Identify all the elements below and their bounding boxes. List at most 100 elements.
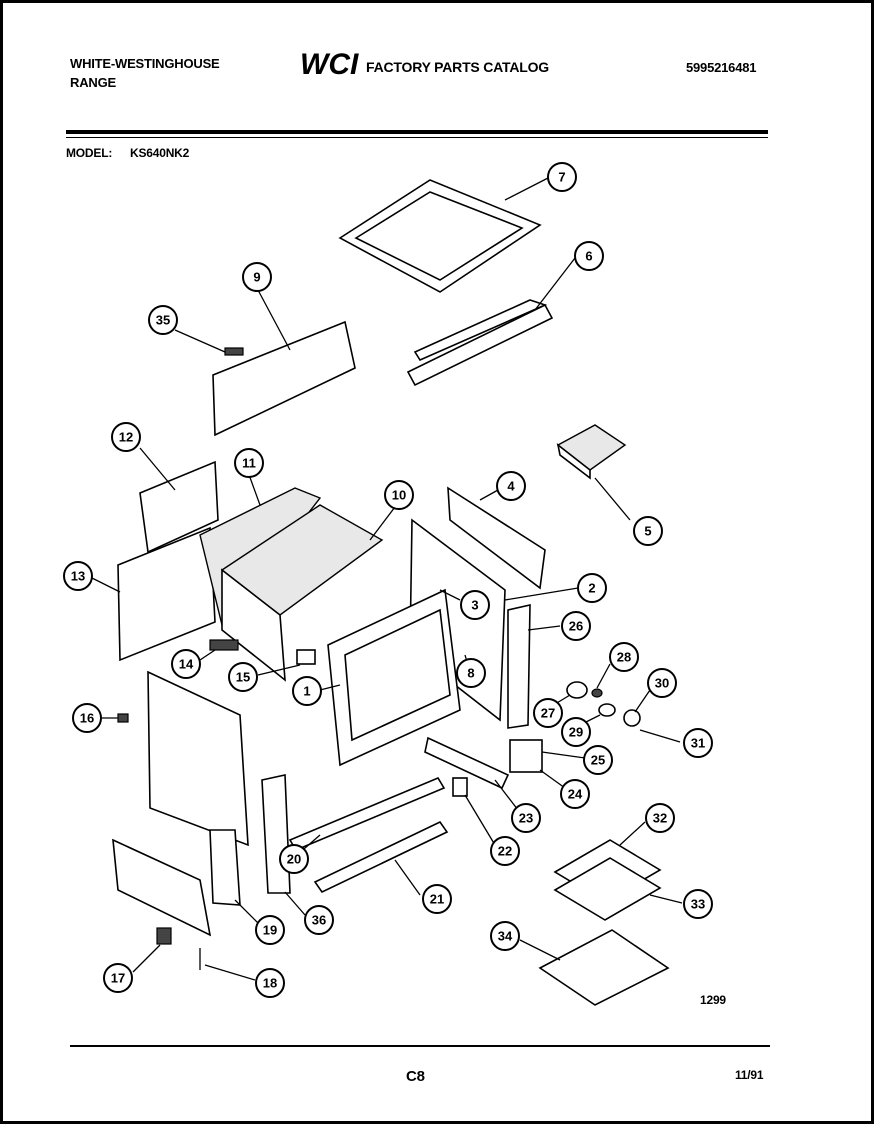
part-bracket-small [296, 649, 316, 665]
part-switch-box [509, 739, 543, 773]
part-back-guard [212, 320, 356, 437]
svg-text:10: 10 [392, 488, 406, 503]
callout-22: 22 [490, 836, 520, 866]
callout-35: 35 [148, 305, 178, 335]
callout-10: 10 [384, 480, 414, 510]
model-label: MODEL: [66, 146, 113, 160]
callout-19: 19 [255, 915, 285, 945]
callout-26: 26 [561, 611, 591, 641]
callout-9: 9 [242, 262, 272, 292]
callout-13: 13 [63, 561, 93, 591]
svg-text:25: 25 [591, 753, 605, 768]
svg-text:9: 9 [253, 270, 260, 285]
svg-text:14: 14 [179, 657, 194, 672]
part-lamp-cover [623, 709, 641, 727]
svg-text:6: 6 [585, 249, 592, 264]
part-top-panel-inner [354, 191, 524, 281]
svg-text:3: 3 [471, 598, 478, 613]
svg-text:34: 34 [498, 929, 513, 944]
callout-15: 15 [228, 662, 258, 692]
part-left-side-panel [117, 526, 216, 662]
svg-text:16: 16 [80, 711, 94, 726]
callout-30: 30 [647, 668, 677, 698]
svg-text:27: 27 [541, 706, 555, 721]
callout-25: 25 [583, 745, 613, 775]
svg-text:36: 36 [312, 913, 326, 928]
part-side-trim [261, 774, 291, 894]
footer-page-number: C8 [406, 1068, 425, 1085]
wci-logo: WCI [300, 48, 359, 78]
part-vent-box [556, 424, 627, 471]
svg-text:13: 13 [71, 569, 85, 584]
header-rule-thick [66, 130, 768, 134]
svg-text:17: 17 [111, 971, 125, 986]
part-oven-cavity [221, 568, 286, 682]
callout-3: 3 [460, 590, 490, 620]
callout-18: 18 [255, 968, 285, 998]
svg-text:30: 30 [655, 676, 669, 691]
part-lamp [598, 703, 616, 717]
svg-text:1: 1 [303, 684, 310, 699]
svg-text:5: 5 [644, 524, 651, 539]
svg-text:2: 2 [588, 581, 595, 596]
brand-line2: RANGE [70, 75, 116, 90]
svg-text:12: 12 [119, 430, 133, 445]
svg-text:23: 23 [519, 811, 533, 826]
part-lower-frame [147, 670, 249, 847]
part-screw-16 [117, 713, 129, 723]
part-oven-rack [538, 929, 670, 1006]
svg-text:32: 32 [653, 811, 667, 826]
callout-24: 24 [560, 779, 590, 809]
callout-6: 6 [574, 241, 604, 271]
part-knob [566, 681, 588, 699]
svg-text:26: 26 [569, 619, 583, 634]
callout-23: 23 [511, 803, 541, 833]
callout-1: 1 [292, 676, 322, 706]
part-rear-bracket [447, 486, 546, 590]
svg-text:29: 29 [569, 725, 583, 740]
footer-date: 11/91 [735, 1068, 764, 1082]
callout-2: 2 [577, 573, 607, 603]
callout-17: 17 [103, 963, 133, 993]
callout-16: 16 [72, 703, 102, 733]
callout-20: 20 [279, 844, 309, 874]
part-vent-box-side [556, 443, 591, 480]
footer-rule [70, 1045, 770, 1047]
svg-text:22: 22 [498, 844, 512, 859]
part-kick-plate [112, 838, 212, 937]
part-door-window [344, 608, 451, 742]
callout-34: 34 [490, 921, 520, 951]
model-number: KS640NK2 [130, 146, 190, 160]
part-left-side-upper [139, 460, 219, 554]
part-leveler [156, 927, 172, 945]
header-rule-thin [66, 137, 768, 138]
part-drawer-rail [313, 820, 449, 894]
part-clip-small [209, 639, 239, 651]
catalog-number: 5995216481 [686, 60, 757, 75]
part-clip [224, 347, 244, 356]
part-small-block [452, 777, 468, 797]
svg-text:33: 33 [691, 897, 705, 912]
part-rear-trim-flange [413, 299, 548, 362]
callout-28: 28 [609, 642, 639, 672]
logo-text: WCI [300, 48, 359, 78]
callout-11: 11 [234, 448, 264, 478]
svg-text:15: 15 [236, 670, 250, 685]
part-knob-insert [591, 688, 603, 698]
callout-12: 12 [111, 422, 141, 452]
part-rear-trim [406, 303, 554, 387]
svg-text:18: 18 [263, 976, 277, 991]
callout-36: 36 [304, 905, 334, 935]
drawing-code: 1299 [700, 993, 726, 1007]
svg-text:8: 8 [467, 666, 474, 681]
callout-32: 32 [645, 803, 675, 833]
svg-text:7: 7 [558, 170, 565, 185]
svg-text:21: 21 [430, 892, 444, 907]
brand-line1: WHITE-WESTINGHOUSE [70, 56, 220, 71]
callout-4: 4 [496, 471, 526, 501]
callout-21: 21 [422, 884, 452, 914]
svg-text:24: 24 [568, 787, 583, 802]
svg-text:4: 4 [507, 479, 515, 494]
callout-8: 8 [456, 658, 486, 688]
